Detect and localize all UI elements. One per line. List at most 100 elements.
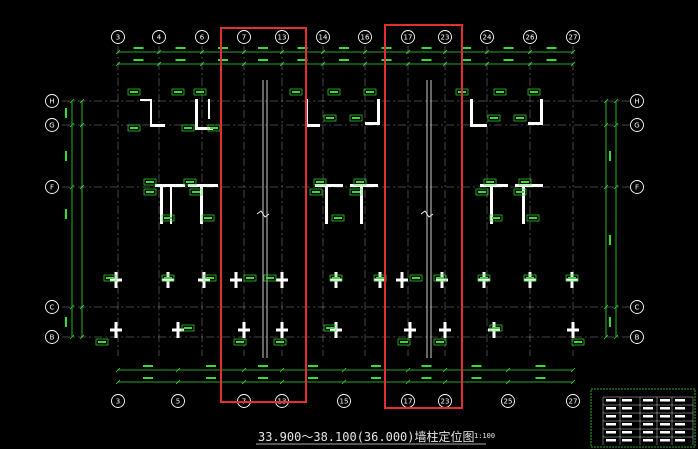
column-tag-text xyxy=(376,277,384,279)
column-tag-text xyxy=(184,127,192,129)
top-axis-bubble-label: 6 xyxy=(200,34,205,42)
dimension-text xyxy=(65,151,67,161)
column-tag-text xyxy=(326,327,334,329)
column-tag-text xyxy=(206,277,214,279)
column-tag xyxy=(363,88,377,96)
wall-segment xyxy=(360,184,363,224)
legend-cell-text xyxy=(660,415,670,418)
dimension-text xyxy=(297,59,308,61)
dimension-text xyxy=(609,317,611,327)
dimension-tick xyxy=(69,334,75,340)
dimension-tick xyxy=(613,334,619,340)
dimension-tick xyxy=(279,367,285,373)
dimension-text xyxy=(258,59,268,61)
column-tag-text xyxy=(366,91,374,93)
legend-table xyxy=(590,388,696,448)
dimension-text xyxy=(381,47,392,49)
column-tag-text xyxy=(326,117,334,119)
column-tag xyxy=(565,274,579,282)
dimension-tick xyxy=(175,367,181,373)
column-marker xyxy=(330,278,342,282)
column-tag xyxy=(433,274,447,282)
dimension-tick xyxy=(613,122,619,128)
dimension-tick xyxy=(613,304,619,310)
column-tag xyxy=(143,178,157,186)
column-tag xyxy=(273,338,287,346)
column-marker xyxy=(230,278,242,282)
column-tag xyxy=(331,214,345,222)
column-tag-text xyxy=(164,217,172,219)
column-tag xyxy=(127,124,141,132)
top-axis-bubble-label: 17 xyxy=(404,34,413,42)
dimension-text xyxy=(133,59,144,61)
column-tag-text xyxy=(146,191,154,193)
wall-segment xyxy=(315,184,343,187)
column-tag-text xyxy=(400,341,408,343)
dimension-text xyxy=(206,365,216,367)
column-tag-text xyxy=(516,191,524,193)
column-tag xyxy=(323,114,337,122)
top-axis-bubble-label: 27 xyxy=(569,34,578,42)
column-marker xyxy=(374,278,386,282)
dimension-tick xyxy=(570,379,576,385)
column-tag-text xyxy=(332,277,340,279)
column-marker xyxy=(567,328,579,332)
legend-cell-text xyxy=(643,423,653,426)
column-tag xyxy=(523,274,537,282)
column-tag-text xyxy=(164,277,172,279)
column-tag-text xyxy=(478,191,486,193)
column-tag xyxy=(181,324,195,332)
top-axis-bubble-label: 23 xyxy=(441,34,450,42)
dimension-tick xyxy=(341,367,347,373)
column-tag xyxy=(233,338,247,346)
column-marker xyxy=(172,328,184,332)
column-marker xyxy=(524,278,536,282)
column-tag-text xyxy=(192,191,200,193)
column-tag xyxy=(513,188,527,196)
legend-cell-text xyxy=(675,407,685,410)
column-marker xyxy=(276,278,288,282)
top-axis-bubble-circle xyxy=(438,30,452,44)
dimension-tick xyxy=(69,122,75,128)
row-axis-bubble-right-label: G xyxy=(634,122,639,130)
column-tag xyxy=(95,338,109,346)
row-axis-bubble-left-label: B xyxy=(50,334,55,342)
legend-cell-text xyxy=(660,423,670,426)
wall-segment xyxy=(522,184,525,224)
column-tag-text xyxy=(352,117,360,119)
dimension-text xyxy=(206,377,216,379)
row-axis-bubble-left-label: H xyxy=(49,98,54,106)
dimension-tick xyxy=(405,367,411,373)
row-axis-bubble-right-circle xyxy=(630,118,644,132)
column-marker xyxy=(436,278,448,282)
dimension-text xyxy=(471,377,482,379)
legend-cell-text xyxy=(643,415,653,418)
top-axis-bubble-label: 13 xyxy=(278,34,287,42)
dimension-text xyxy=(258,377,268,379)
column-marker xyxy=(238,328,250,332)
wall-column-shapes xyxy=(110,99,579,338)
column-tag xyxy=(329,274,343,282)
drawing-title: 33.900～38.100(36.000)墙柱定位图 xyxy=(258,430,475,444)
column-tag-text xyxy=(568,277,576,279)
column-tag xyxy=(397,338,411,346)
dimension-tick xyxy=(505,367,511,373)
column-tag xyxy=(193,88,207,96)
top-axis-bubble-circle xyxy=(275,30,289,44)
column-tag xyxy=(433,338,447,346)
legend-cell-text xyxy=(675,423,685,426)
dimension-text xyxy=(421,47,432,49)
wall-segment xyxy=(170,184,172,224)
row-axis-bubble-right-label: F xyxy=(635,184,639,192)
column-tag-text xyxy=(204,217,212,219)
dimension-tick xyxy=(241,367,247,373)
column-tag xyxy=(489,214,503,222)
legend-cell-text xyxy=(643,407,653,410)
column-tag-text xyxy=(356,181,364,183)
column-tag-text xyxy=(412,277,420,279)
dimension-text xyxy=(381,59,392,61)
column-tag xyxy=(518,178,532,186)
column-tag xyxy=(477,274,491,282)
bottom-axis-bubble-label: 27 xyxy=(569,398,578,406)
dimension-text xyxy=(421,59,432,61)
